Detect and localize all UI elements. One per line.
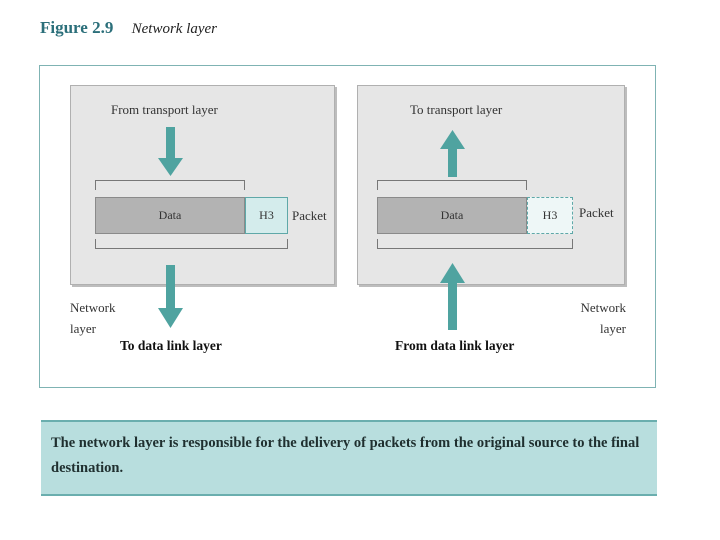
right-to-transport-label: To transport layer bbox=[410, 102, 503, 117]
left-data-label: Data bbox=[158, 208, 182, 222]
right-h3-header: H3 bbox=[527, 197, 573, 234]
figure-title: Figure 2.9 Network layer bbox=[40, 18, 217, 38]
left-down-arrow-top bbox=[158, 127, 183, 176]
figure-caption: The network layer is responsible for the… bbox=[41, 420, 657, 496]
left-data-box: Data bbox=[95, 197, 245, 234]
right-packet-label: Packet bbox=[579, 205, 614, 220]
right-data-box: Data bbox=[377, 197, 527, 234]
left-h3-label: H3 bbox=[259, 208, 274, 222]
left-to-data-link-label: To data link layer bbox=[120, 338, 222, 353]
right-network-layer-label: Network layer bbox=[580, 300, 627, 336]
left-network-layer-label: Network layer bbox=[70, 300, 116, 336]
right-up-arrow-top bbox=[440, 130, 465, 177]
left-network-layer-panel bbox=[70, 85, 335, 285]
right-bottom-bracket bbox=[377, 239, 573, 249]
left-h3-header: H3 bbox=[245, 197, 288, 234]
figure-number: Figure 2.9 bbox=[40, 18, 114, 37]
left-from-transport-label: From transport layer bbox=[111, 102, 218, 117]
left-bottom-bracket bbox=[95, 239, 288, 249]
right-network-layer-panel bbox=[357, 85, 625, 285]
figure-name: Network layer bbox=[131, 21, 218, 37]
left-packet-label: Packet bbox=[292, 208, 327, 223]
right-top-bracket bbox=[377, 180, 527, 190]
left-top-bracket bbox=[95, 180, 245, 190]
right-data-label: Data bbox=[440, 208, 464, 222]
left-down-arrow-bottom bbox=[158, 265, 183, 328]
right-h3-label: H3 bbox=[542, 208, 558, 222]
right-up-arrow-bottom bbox=[440, 263, 465, 330]
right-from-data-link-label: From data link layer bbox=[395, 338, 515, 353]
